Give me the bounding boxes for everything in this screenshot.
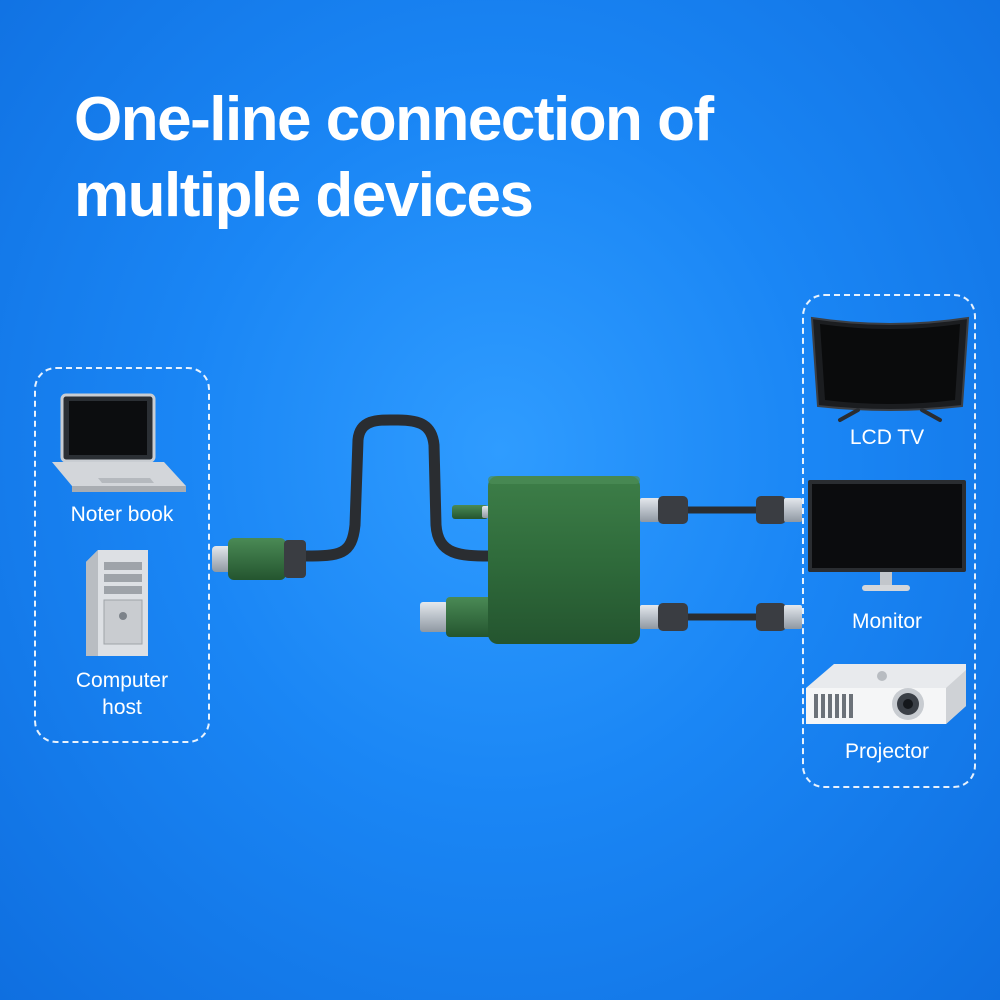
monitor-label: Monitor bbox=[851, 610, 923, 633]
page-title: One-line connection of multiple devices bbox=[74, 82, 934, 234]
projector-label: Projector bbox=[844, 740, 930, 763]
usb-c-plug bbox=[212, 538, 306, 580]
hdmi-cable-top bbox=[640, 496, 802, 524]
usb-c-port-plug bbox=[452, 505, 492, 519]
lcd-tv-label: LCD TV bbox=[849, 426, 925, 449]
computer-host-label-line-2: host bbox=[102, 696, 142, 719]
notebook-label: Noter book bbox=[70, 503, 174, 526]
usb-a-plug bbox=[420, 597, 492, 637]
hdmi-cable-bottom bbox=[640, 603, 802, 631]
monitor-icon bbox=[808, 480, 966, 591]
display-devices-group bbox=[802, 294, 976, 788]
title-line-1: One-line connection of bbox=[74, 85, 714, 154]
computer-host-label-line-1: Computer bbox=[75, 669, 169, 692]
laptop-icon bbox=[52, 393, 186, 492]
curved-tv-icon bbox=[810, 316, 970, 422]
source-devices-group bbox=[34, 367, 210, 743]
desktop-tower-icon bbox=[86, 550, 148, 656]
projector-icon bbox=[806, 664, 966, 724]
computer-host-label: Computer host bbox=[34, 667, 210, 721]
usb-c-cable bbox=[299, 414, 496, 562]
title-line-2: multiple devices bbox=[74, 161, 534, 230]
adapter-hub bbox=[488, 476, 640, 644]
